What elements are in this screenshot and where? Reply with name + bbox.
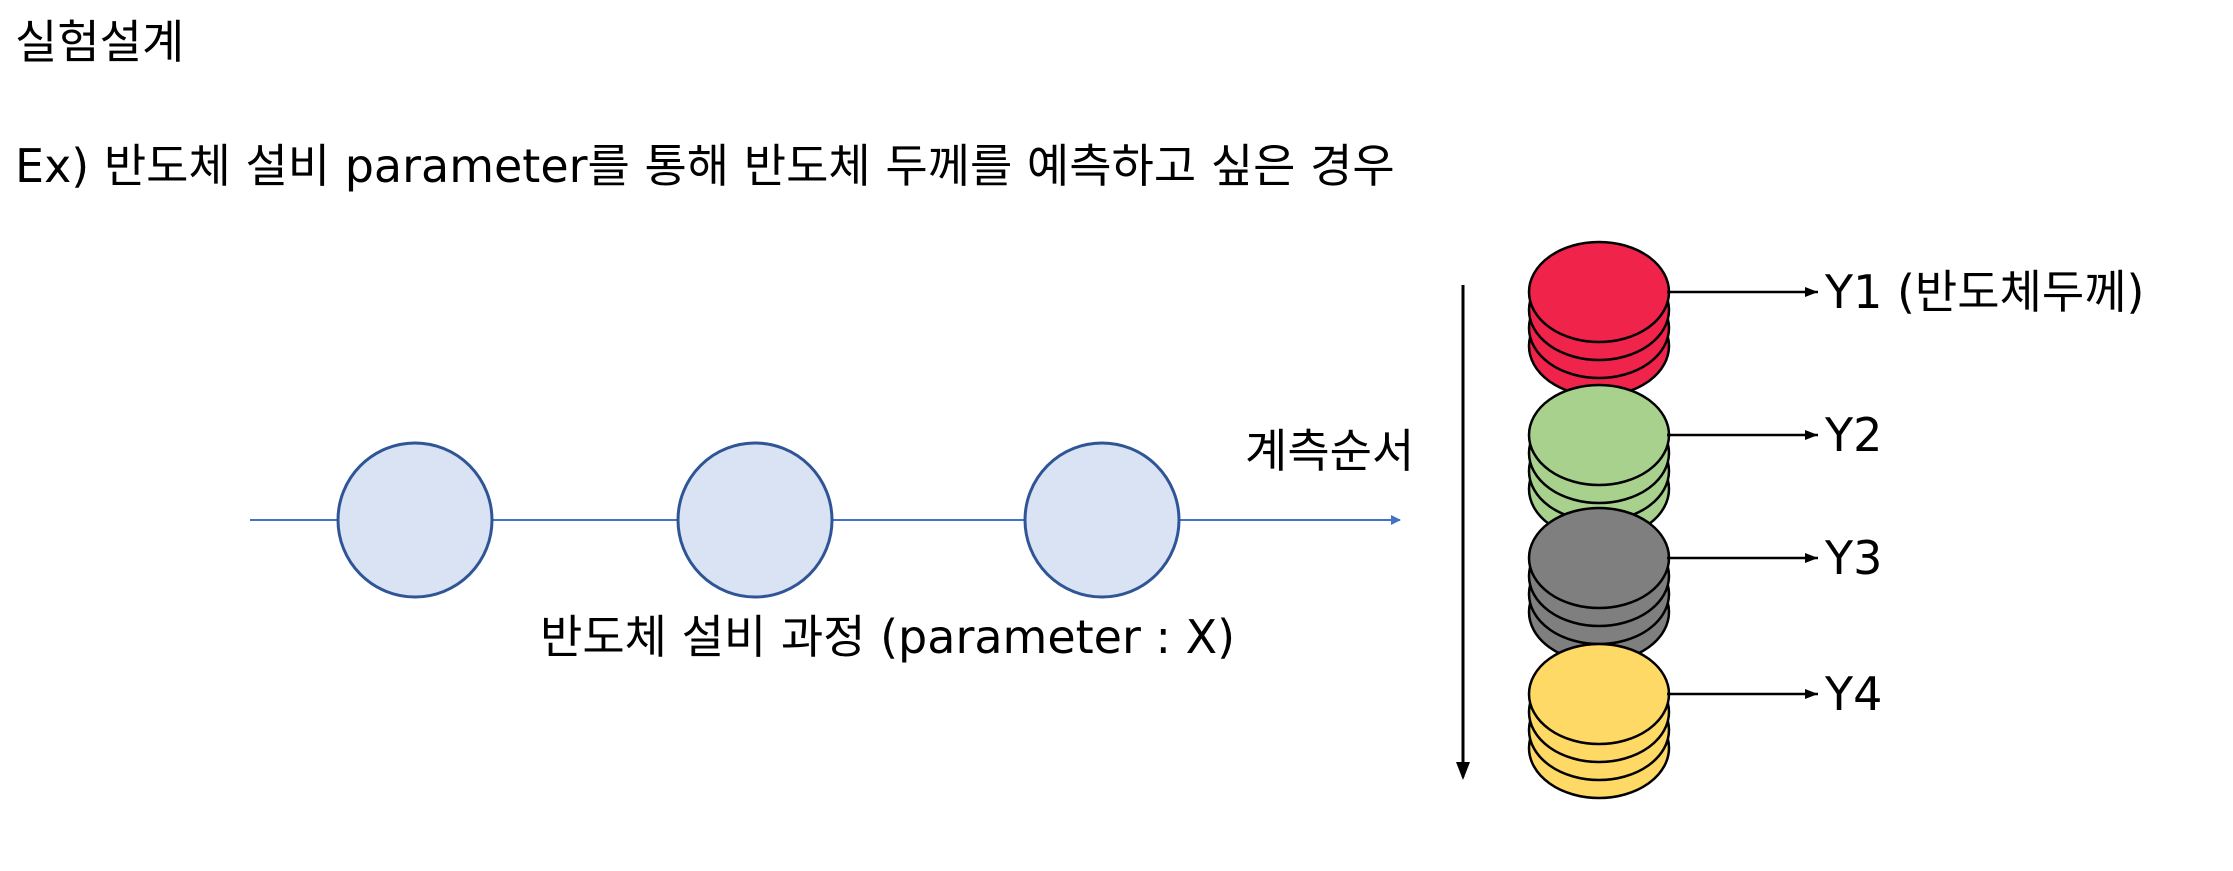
process-label: 반도체 설비 과정 (parameter : X): [540, 610, 1235, 664]
measurement-order-arrowhead: [1456, 762, 1470, 780]
wafer-layer: [1527, 642, 1671, 746]
process-node-1: [336, 441, 494, 599]
stack-label: Y3: [1824, 531, 1882, 585]
slide-subtitle: Ex) 반도체 설비 parameter를 통해 반도체 두께를 예측하고 싶은…: [15, 139, 1395, 193]
process-node-2: [676, 441, 834, 599]
wafer-layer: [1527, 383, 1671, 487]
process-nodes: [336, 441, 1181, 599]
wafer-stack-2: Y2: [1527, 383, 1882, 541]
measurement-order-label: 계측순서: [1245, 424, 1414, 478]
wafer-layer: [1527, 506, 1671, 610]
stack-label: Y1 (반도체두께): [1824, 265, 2144, 319]
slide-title: 실험설계: [15, 15, 185, 69]
wafer-stack-3: Y3: [1527, 506, 1882, 664]
stack-label: Y2: [1824, 408, 1882, 462]
wafer-layer: [1527, 240, 1671, 344]
wafer-stack-1: Y1 (반도체두께): [1527, 240, 2144, 398]
wafer-stack-4: Y4: [1527, 642, 1882, 800]
stack-label: Y4: [1824, 667, 1882, 721]
process-node-3: [1023, 441, 1181, 599]
